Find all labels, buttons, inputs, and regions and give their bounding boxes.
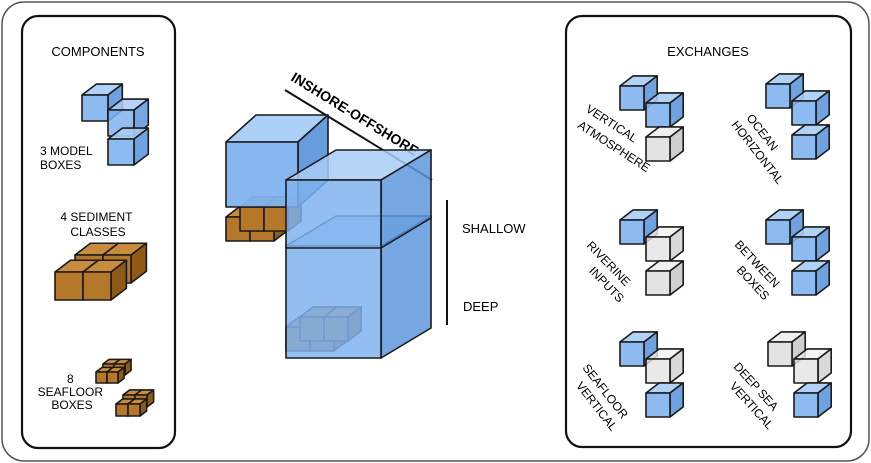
seafloor-box-8-front — [127, 403, 141, 417]
sediment-label-line1: 4 SEDIMENT — [60, 210, 133, 224]
bb-cube-front-front — [791, 236, 817, 262]
components-heading: COMPONENTS — [51, 44, 145, 59]
bb-cube-bottom-front — [791, 270, 817, 296]
ri-cube-bottom — [645, 260, 685, 296]
model-boxes-label-line1: 3 MODEL — [40, 144, 93, 158]
sv-cube-front — [645, 348, 685, 384]
ri-cube-back — [619, 209, 659, 245]
offshore-shallow-box-front — [285, 179, 382, 249]
sv-cube-front-front — [645, 358, 671, 384]
exchange-icons — [619, 73, 833, 418]
model-boxes-icon — [81, 83, 150, 166]
oh-cube-back-front — [765, 83, 791, 109]
oh-cube-bottom-front — [791, 134, 817, 160]
ri-cube-bottom-front — [645, 270, 671, 296]
sediment-label: 4 SEDIMENT CLASSES — [60, 210, 135, 239]
seafloor-label-line2: SEAFLOOR — [38, 385, 104, 399]
oh-cube-front-front — [791, 100, 817, 126]
sv-cube-bottom-front — [645, 392, 671, 418]
seafloor-box-7-front — [115, 403, 129, 417]
inshore-sediment-4-front — [263, 206, 289, 232]
bb-cube-bottom — [791, 260, 831, 296]
model-boxes-label: 3 MODEL BOXES — [40, 144, 96, 172]
va-cube-front-front — [645, 102, 671, 128]
sediment-class-front-right-front — [82, 271, 112, 301]
va-cube-back-front — [619, 85, 645, 111]
bb-cube-back-front — [765, 219, 791, 245]
seafloor-box-4 — [106, 366, 125, 384]
dsv-cube-bottom — [793, 382, 833, 418]
oh-cube-bottom — [791, 124, 831, 160]
model-box-back-front — [81, 94, 109, 122]
sv-cube-bottom — [645, 382, 685, 418]
seafloor-box-4-front — [106, 371, 119, 384]
offshore-shallow-box — [285, 149, 432, 249]
deep-label: DEEP — [463, 299, 498, 314]
dsv-cube-bottom-front — [793, 392, 819, 418]
exchanges-heading: EXCHANGES — [667, 44, 749, 59]
sediment-label-line2: CLASSES — [70, 225, 125, 239]
seafloor-box-3-front — [95, 371, 108, 384]
dsv-cube-front — [793, 348, 833, 384]
dsv-cube-back-front — [767, 341, 793, 367]
sediment-classes-icon — [54, 242, 148, 301]
sediment-class-front-left-front — [54, 271, 84, 301]
shallow-label: SHALLOW — [462, 221, 526, 236]
dsv-cube-front-front — [793, 358, 819, 384]
bb-cube-front — [791, 226, 831, 262]
oh-cube-front — [791, 90, 831, 126]
seafloor-boxes-icon — [95, 358, 155, 417]
va-cube-gray-front — [645, 136, 671, 162]
seafloor-label: 8 SEAFLOOR BOXES — [38, 372, 107, 412]
exchanges-panel: EXCHANGES VERTICAL ATMOSPHERE OCEAN HORI… — [564, 14, 853, 449]
center-boxes — [225, 114, 432, 359]
ri-cube-back-front — [619, 219, 645, 245]
sediment-class-front-right — [82, 259, 128, 301]
seafloor-box-8 — [127, 398, 148, 417]
model-boxes-label-line2: BOXES — [40, 158, 81, 172]
seafloor-label-line3: BOXES — [51, 398, 92, 412]
va-cube-front — [645, 92, 685, 128]
inshore-sediment-3-front — [239, 206, 265, 232]
components-panel: COMPONENTS 3 MODEL BOXES 4 SEDIMENT CLAS… — [20, 14, 177, 450]
offshore-deep-box-front — [285, 245, 382, 359]
model-box-bottom-front — [107, 138, 135, 166]
sv-cube-back-front — [619, 341, 645, 367]
ri-cube-front-front — [645, 236, 671, 262]
ri-cube-front — [645, 226, 685, 262]
va-cube-gray — [645, 126, 685, 162]
seafloor-label-line1: 8 — [67, 372, 74, 386]
model-box-bottom — [107, 127, 150, 166]
center-diagram: INSHORE-OFFSHORE SHALLOW DEEP — [225, 69, 526, 359]
